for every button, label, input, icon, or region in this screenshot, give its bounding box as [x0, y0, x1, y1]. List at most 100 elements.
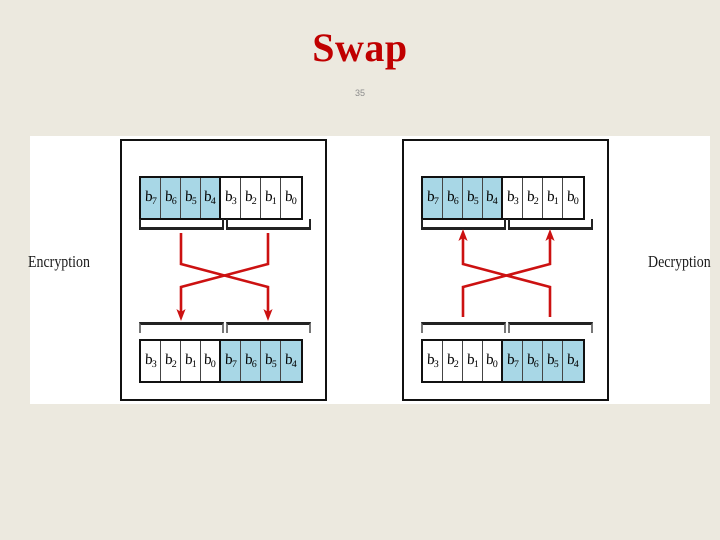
- byte-subscript: 0: [210, 359, 217, 370]
- byte-label: b4: [203, 189, 217, 207]
- byte-cell: b7: [423, 178, 443, 218]
- byte-cell: b6: [523, 341, 543, 381]
- byte-subscript: 6: [171, 196, 177, 207]
- encryption-bracket-over-bottom-right: [226, 322, 311, 333]
- byte-cell: b0: [563, 178, 583, 218]
- byte-subscript: 1: [191, 359, 197, 370]
- byte-cell: b6: [161, 178, 181, 218]
- byte-subscript: 4: [291, 359, 298, 370]
- byte-cell: b4: [201, 178, 221, 218]
- decryption-bracket-over-bottom-right: [508, 322, 593, 333]
- byte-cell: b2: [523, 178, 543, 218]
- byte-subscript: 1: [473, 359, 479, 370]
- byte-label: b7: [426, 189, 439, 207]
- byte-cell: b4: [281, 341, 301, 381]
- byte-label: b3: [224, 189, 237, 207]
- encryption-bracket-under-top-left: [139, 219, 224, 230]
- byte-label: b4: [566, 352, 580, 370]
- byte-cell: b0: [281, 178, 301, 218]
- decryption-bottom-byte-row: b3 b2 b1 b0 b7 b6 b5 b4: [421, 339, 585, 383]
- byte-subscript: 1: [553, 196, 559, 207]
- encryption-bracket-under-top-right: [226, 219, 311, 230]
- byte-subscript: 0: [492, 359, 499, 370]
- byte-label: b3: [144, 352, 157, 370]
- byte-subscript: 4: [573, 359, 580, 370]
- byte-cell: b5: [463, 178, 483, 218]
- byte-label: b2: [164, 352, 177, 370]
- byte-label: b0: [566, 189, 580, 207]
- byte-cell: b5: [181, 178, 201, 218]
- byte-label: b1: [264, 189, 277, 207]
- byte-cell: b3: [503, 178, 523, 218]
- encryption-bracket-over-bottom-left: [139, 322, 224, 333]
- byte-subscript: 7: [151, 196, 157, 207]
- decryption-arrowhead-right: [545, 229, 555, 241]
- byte-cell: b1: [261, 178, 281, 218]
- byte-subscript: 5: [271, 359, 277, 370]
- byte-subscript: 3: [433, 359, 439, 370]
- byte-cell: b6: [443, 178, 463, 218]
- byte-subscript: 4: [210, 196, 217, 207]
- decryption-arrow-path-left-to-right: [461, 233, 552, 317]
- byte-label: b2: [526, 189, 539, 207]
- byte-label: b7: [224, 352, 237, 370]
- byte-cell: b7: [221, 341, 241, 381]
- byte-label: b6: [244, 352, 257, 370]
- byte-cell: b4: [483, 178, 503, 218]
- byte-label: b5: [264, 352, 277, 370]
- byte-cell: b1: [463, 341, 483, 381]
- decryption-bracket-under-top-left: [421, 219, 506, 230]
- byte-cell: b3: [141, 341, 161, 381]
- byte-cell: b2: [161, 341, 181, 381]
- byte-label: b2: [446, 352, 459, 370]
- byte-label: b2: [244, 189, 257, 207]
- byte-cell: b3: [423, 341, 443, 381]
- byte-label: b5: [184, 189, 197, 207]
- byte-subscript: 2: [533, 196, 539, 207]
- encryption-arrow-path-right-to-left: [179, 233, 270, 317]
- decryption-bracket-over-bottom-left: [421, 322, 506, 333]
- decryption-arrow-path-right-to-left: [461, 233, 552, 317]
- label-decryption: Decryption: [648, 252, 711, 271]
- byte-cell: b0: [483, 341, 503, 381]
- byte-label: b4: [284, 352, 298, 370]
- byte-subscript: 0: [291, 196, 298, 207]
- byte-subscript: 2: [171, 359, 177, 370]
- byte-subscript: 0: [573, 196, 580, 207]
- byte-label: b7: [506, 352, 519, 370]
- byte-cell: b2: [241, 178, 261, 218]
- byte-label: b5: [546, 352, 559, 370]
- byte-label: b0: [203, 352, 217, 370]
- byte-label: b7: [144, 189, 157, 207]
- byte-cell: b7: [503, 341, 523, 381]
- byte-label: b1: [466, 352, 479, 370]
- byte-label: b6: [526, 352, 539, 370]
- byte-subscript: 3: [151, 359, 157, 370]
- byte-label: b3: [426, 352, 439, 370]
- byte-subscript: 1: [271, 196, 277, 207]
- byte-subscript: 6: [533, 359, 539, 370]
- byte-subscript: 5: [473, 196, 479, 207]
- slide-number: 35: [354, 88, 365, 98]
- decryption-bracket-under-top-right: [508, 219, 593, 230]
- byte-label: b6: [446, 189, 459, 207]
- encryption-arrowhead-left: [176, 309, 186, 321]
- byte-subscript: 3: [231, 196, 237, 207]
- byte-subscript: 5: [553, 359, 559, 370]
- byte-cell: b2: [443, 341, 463, 381]
- byte-cell: b1: [543, 178, 563, 218]
- label-encryption: Encryption: [28, 252, 90, 271]
- byte-label: b1: [546, 189, 559, 207]
- encryption-arrow-path-left-to-right: [179, 233, 270, 317]
- byte-cell: b4: [563, 341, 583, 381]
- byte-label: b0: [485, 352, 499, 370]
- byte-subscript: 5: [191, 196, 197, 207]
- byte-cell: b3: [221, 178, 241, 218]
- byte-subscript: 6: [251, 359, 257, 370]
